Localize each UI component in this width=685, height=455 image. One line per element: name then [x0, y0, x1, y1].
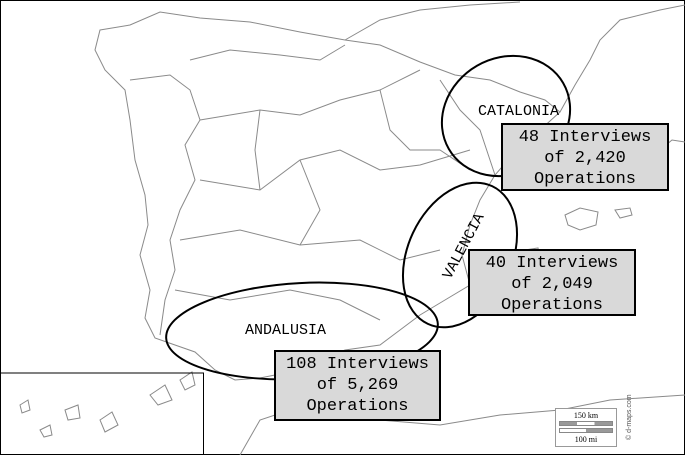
interviews-count: 40 Interviews — [485, 254, 619, 273]
watermark: © d-maps.com — [626, 394, 633, 440]
catalonia-stats-box: 48 Interviews of 2,420 Operations — [501, 123, 669, 191]
scale-km-bar — [559, 421, 613, 426]
operations-count: of 2,420 — [544, 149, 626, 168]
valencia-stats-box: 40 Interviews of 2,049 Operations — [468, 249, 636, 316]
operations-label: Operations — [306, 397, 409, 416]
catalonia-label: CATALONIA — [478, 103, 560, 120]
andalusia-stats-box: 108 Interviews of 5,269 Operations — [274, 350, 441, 421]
operations-count: of 2,049 — [511, 275, 593, 294]
operations-count: of 5,269 — [316, 376, 399, 395]
andalusia-label: ANDALUSIA — [245, 322, 327, 339]
operations-label: Operations — [533, 170, 637, 189]
scale-km: 150 km — [573, 411, 599, 420]
scale-bar: 150 km 100 mi — [555, 408, 617, 447]
operations-label: Operations — [500, 296, 604, 315]
interviews-count: 48 Interviews — [518, 128, 652, 147]
scale-mi-bar — [559, 428, 613, 433]
interviews-count: 108 Interviews — [286, 355, 429, 374]
scale-mi: 100 mi — [574, 435, 598, 444]
